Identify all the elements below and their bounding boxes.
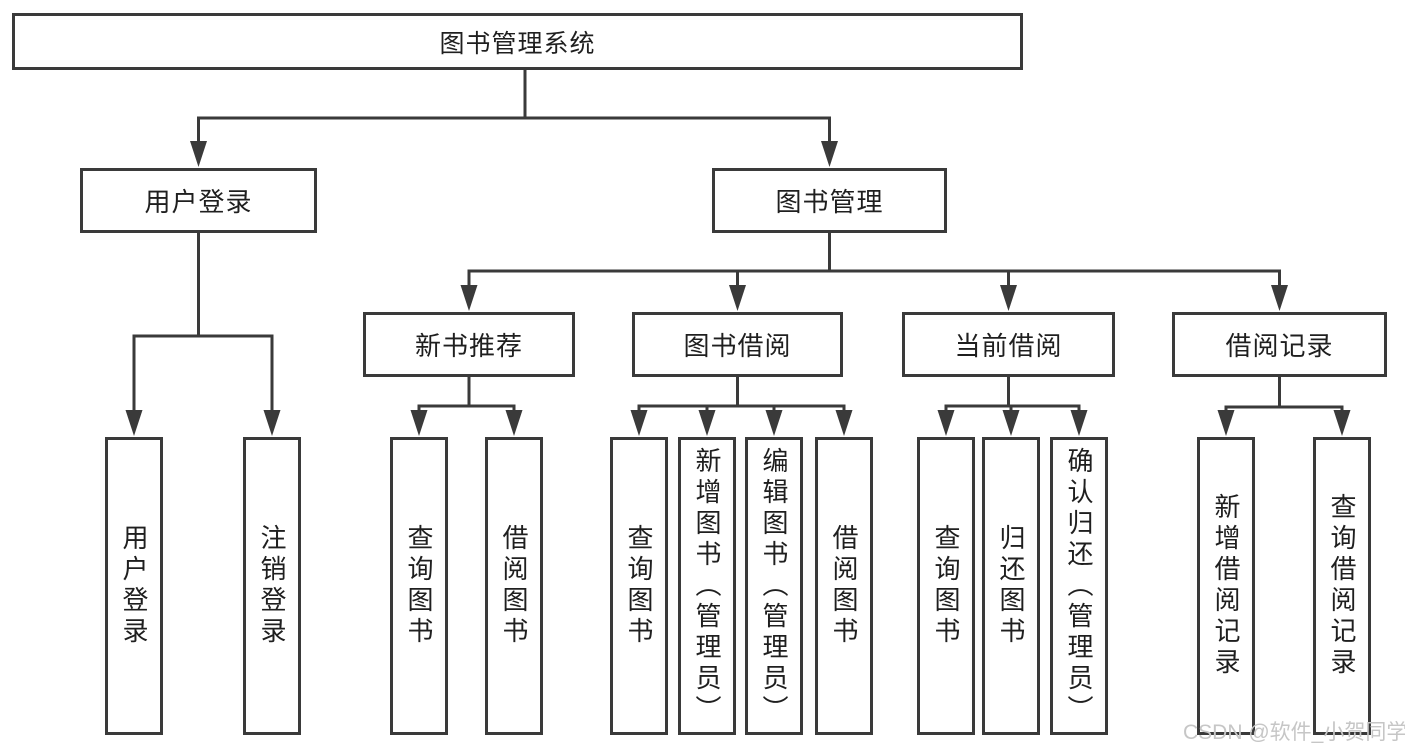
arrow-icon	[460, 285, 478, 311]
wire-records-rail	[1224, 405, 1344, 421]
wire-userlogin-rail	[132, 334, 274, 420]
leaf-label: 查询图书	[624, 524, 654, 648]
leaf-query-borrow-record: 查询借阅记录	[1313, 437, 1371, 735]
node-user-login-label: 用户登录	[144, 187, 253, 217]
arrow-icon	[1002, 410, 1020, 436]
arrow-icon	[698, 410, 716, 436]
arrow-icon	[821, 141, 838, 167]
arrow-icon	[263, 410, 281, 436]
wire-level3-rail	[467, 269, 1281, 296]
leaf-label: 归还图书	[996, 524, 1026, 648]
node-current-borrow: 当前借阅	[902, 312, 1115, 377]
leaf-label: 注销登录	[257, 524, 287, 648]
arrowheads	[125, 141, 1351, 436]
node-book-management-label: 图书管理	[775, 187, 884, 217]
leaf-return-book: 归还图书	[982, 437, 1040, 735]
leaf-borrow-books-2: 借阅图书	[815, 437, 873, 735]
leaf-label: 借阅图书	[829, 524, 859, 648]
arrow-icon	[410, 410, 428, 436]
leaf-label: 确认归还（管理员）	[1064, 446, 1094, 726]
node-root: 图书管理系统	[12, 13, 1023, 70]
arrow-icon	[1000, 285, 1017, 311]
arrow-icon	[1070, 410, 1088, 436]
node-user-login: 用户登录	[80, 168, 317, 233]
node-book-borrow-label: 图书借阅	[683, 331, 792, 361]
wire-bookborrow-rail	[637, 404, 846, 421]
arrow-icon	[190, 141, 207, 167]
leaf-label: 新增图书（管理员）	[692, 446, 722, 726]
leaf-query-books-3: 查询图书	[917, 437, 975, 735]
node-current-borrow-label: 当前借阅	[954, 331, 1063, 361]
leaf-label: 查询图书	[931, 524, 961, 648]
leaf-label: 新增借阅记录	[1211, 493, 1241, 679]
arrow-icon	[1217, 410, 1235, 436]
node-book-borrow: 图书借阅	[632, 312, 843, 377]
arrow-icon	[729, 285, 746, 311]
leaf-label: 查询图书	[404, 524, 434, 648]
leaf-confirm-return-admin: 确认归还（管理员）	[1050, 437, 1108, 735]
leaf-label: 借阅图书	[499, 524, 529, 648]
leaf-borrow-books-1: 借阅图书	[485, 437, 543, 735]
arrow-icon	[835, 410, 853, 436]
wire-level2-rail	[197, 116, 831, 150]
watermark: CSDN @软件_小贺同学	[1183, 721, 1405, 744]
arrow-icon	[1333, 410, 1351, 436]
node-book-management: 图书管理	[712, 168, 947, 233]
leaf-label: 用户登录	[119, 524, 149, 648]
arrow-icon	[937, 410, 955, 436]
leaf-edit-book-admin: 编辑图书（管理员）	[745, 437, 803, 735]
arrow-icon	[505, 410, 523, 436]
leaf-label: 编辑图书（管理员）	[759, 446, 789, 726]
arrow-icon	[630, 410, 648, 436]
leaf-query-books-1: 查询图书	[390, 437, 448, 735]
arrow-icon	[765, 410, 783, 436]
arrow-icon	[125, 410, 143, 436]
arrow-icon	[1271, 285, 1288, 311]
node-borrow-records-label: 借阅记录	[1225, 331, 1334, 361]
node-root-label: 图书管理系统	[439, 29, 596, 58]
wire-newbooks-rail	[417, 404, 516, 421]
leaf-query-books-2: 查询图书	[610, 437, 668, 735]
leaf-label: 查询借阅记录	[1327, 493, 1357, 679]
leaf-user-login: 用户登录	[105, 437, 163, 735]
node-new-book-recommend-label: 新书推荐	[414, 331, 523, 361]
leaf-add-book-admin: 新增图书（管理员）	[678, 437, 736, 735]
leaf-add-borrow-record: 新增借阅记录	[1197, 437, 1255, 735]
node-new-book-recommend: 新书推荐	[363, 312, 575, 377]
leaf-logout: 注销登录	[243, 437, 301, 735]
node-borrow-records: 借阅记录	[1172, 312, 1387, 377]
